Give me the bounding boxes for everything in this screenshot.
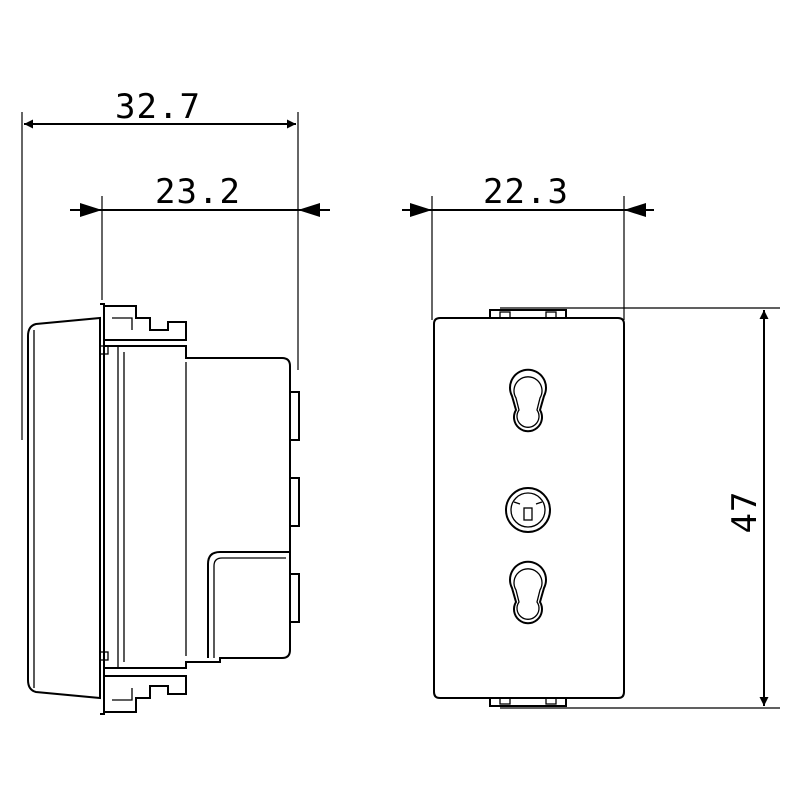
dimension-label-front-width: 22.3 <box>483 172 569 212</box>
body-recess-inner <box>213 557 286 658</box>
top-clip <box>104 305 187 341</box>
dimension-height: 47 <box>500 307 780 709</box>
dimension-body-depth: 23.2 <box>70 172 330 300</box>
arrow-head <box>624 203 646 217</box>
front-plate <box>27 316 101 700</box>
dimension-label-body-depth: 23.2 <box>155 172 241 212</box>
arrow-head <box>298 203 320 217</box>
dimension-overall-depth: 32.7 <box>21 87 299 440</box>
pin <box>99 651 109 661</box>
dimension-label-height: 47 <box>725 491 765 534</box>
terminal-tab <box>289 573 300 623</box>
top-tab-slot <box>499 311 511 319</box>
arrow-head <box>410 203 432 217</box>
dimension-front-width: 22.3 <box>402 172 654 320</box>
top-tab <box>489 309 567 318</box>
top-clip-detail <box>112 317 133 330</box>
socket-hole-center <box>505 487 551 533</box>
front-face <box>433 317 625 699</box>
socket-hole-lower <box>509 560 547 625</box>
bottom-tab-slot <box>499 697 511 705</box>
bottom-clip <box>104 675 187 713</box>
pin <box>99 345 109 355</box>
arrow-head <box>80 203 102 217</box>
terminal-tab <box>289 391 300 441</box>
terminal-tab <box>289 477 300 527</box>
socket-hole-upper <box>509 368 547 433</box>
bottom-tab-slot <box>545 697 557 705</box>
body-recess <box>207 551 290 658</box>
side-view <box>27 303 300 715</box>
front-view <box>433 309 625 707</box>
bottom-tab <box>489 698 567 707</box>
top-tab-slot <box>545 311 557 319</box>
body-housing <box>103 345 291 669</box>
bottom-clip-detail <box>112 688 133 701</box>
dimension-label-overall-depth: 32.7 <box>115 87 201 127</box>
